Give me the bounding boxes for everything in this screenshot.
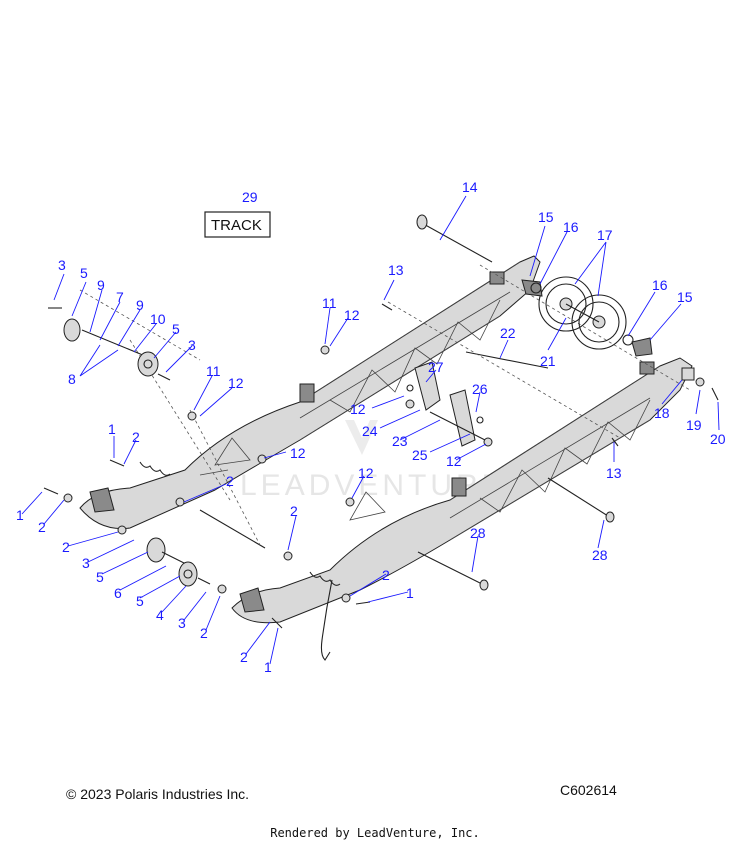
callout-14: 14 — [462, 179, 478, 195]
callout-13: 13 — [388, 262, 404, 278]
callout-3: 3 — [178, 615, 186, 631]
callout-2: 2 — [382, 567, 390, 583]
cross-shafts — [199, 214, 615, 591]
callout-12: 12 — [446, 453, 462, 469]
callout-22: 22 — [500, 325, 516, 341]
track-label-box: TRACK — [204, 211, 271, 238]
callout-16: 16 — [563, 219, 579, 235]
callout-12: 12 — [358, 465, 374, 481]
callout-2: 2 — [226, 473, 234, 489]
callout-7: 7 — [116, 289, 124, 305]
callout-labels: 29 14 15 16 17 16 15 13 11 12 22 21 18 1… — [16, 179, 726, 675]
callout-2: 2 — [38, 519, 46, 535]
callout-24: 24 — [362, 423, 378, 439]
callout-3: 3 — [58, 257, 66, 273]
callout-15: 15 — [538, 209, 554, 225]
callout-11: 11 — [206, 363, 221, 379]
callout-5: 5 — [96, 569, 104, 585]
callout-20: 20 — [710, 431, 726, 447]
copyright-text: © 2023 Polaris Industries Inc. — [66, 786, 250, 802]
hardware — [43, 303, 719, 629]
callout-1: 1 — [264, 659, 272, 675]
callout-12: 12 — [290, 445, 306, 461]
callout-2: 2 — [240, 649, 248, 665]
callout-18: 18 — [654, 405, 670, 421]
callout-9: 9 — [97, 277, 105, 293]
torque-arm-bracket — [406, 361, 486, 447]
diagram-code: C602614 — [560, 782, 617, 798]
right-rail — [231, 357, 693, 661]
callout-5: 5 — [136, 593, 144, 609]
track-label: TRACK — [211, 217, 262, 234]
callout-1: 1 — [16, 507, 24, 523]
callout-5: 5 — [80, 265, 88, 281]
callout-13: 13 — [606, 465, 622, 481]
leader-lines — [21, 195, 720, 665]
callout-8: 8 — [68, 371, 76, 387]
callout-2: 2 — [290, 503, 298, 519]
callout-28: 28 — [470, 525, 486, 541]
callout-28: 28 — [592, 547, 608, 563]
callout-12: 12 — [228, 375, 244, 391]
callout-23: 23 — [392, 433, 408, 449]
callout-12: 12 — [350, 401, 366, 417]
callout-2: 2 — [200, 625, 208, 641]
callout-5: 5 — [172, 321, 180, 337]
callout-15: 15 — [677, 289, 693, 305]
callout-26: 26 — [472, 381, 488, 397]
callout-21: 21 — [540, 353, 556, 369]
front-axle-assembly-lower — [146, 537, 211, 587]
callout-6: 6 — [114, 585, 122, 601]
callout-19: 19 — [686, 417, 702, 433]
callout-4: 4 — [156, 607, 164, 623]
callout-1: 1 — [406, 585, 414, 601]
callout-29: 29 — [242, 189, 258, 205]
callout-3: 3 — [82, 555, 90, 571]
callout-10: 10 — [150, 311, 166, 327]
callout-25: 25 — [412, 447, 428, 463]
callout-17: 17 — [597, 227, 613, 243]
callout-16: 16 — [652, 277, 668, 293]
callout-9: 9 — [136, 297, 144, 313]
callout-27: 27 — [428, 359, 444, 375]
callout-2: 2 — [62, 539, 70, 555]
watermark-logo-icon — [345, 420, 378, 455]
idler-wheels — [521, 276, 653, 357]
rendered-by-text: Rendered by LeadVenture, Inc. — [270, 826, 480, 840]
callout-3: 3 — [188, 337, 196, 353]
rear-axle-assembly-upper — [48, 307, 171, 381]
callout-1: 1 — [108, 421, 116, 437]
callout-2: 2 — [132, 429, 140, 445]
callout-11: 11 — [322, 295, 337, 311]
callout-12: 12 — [344, 307, 360, 323]
